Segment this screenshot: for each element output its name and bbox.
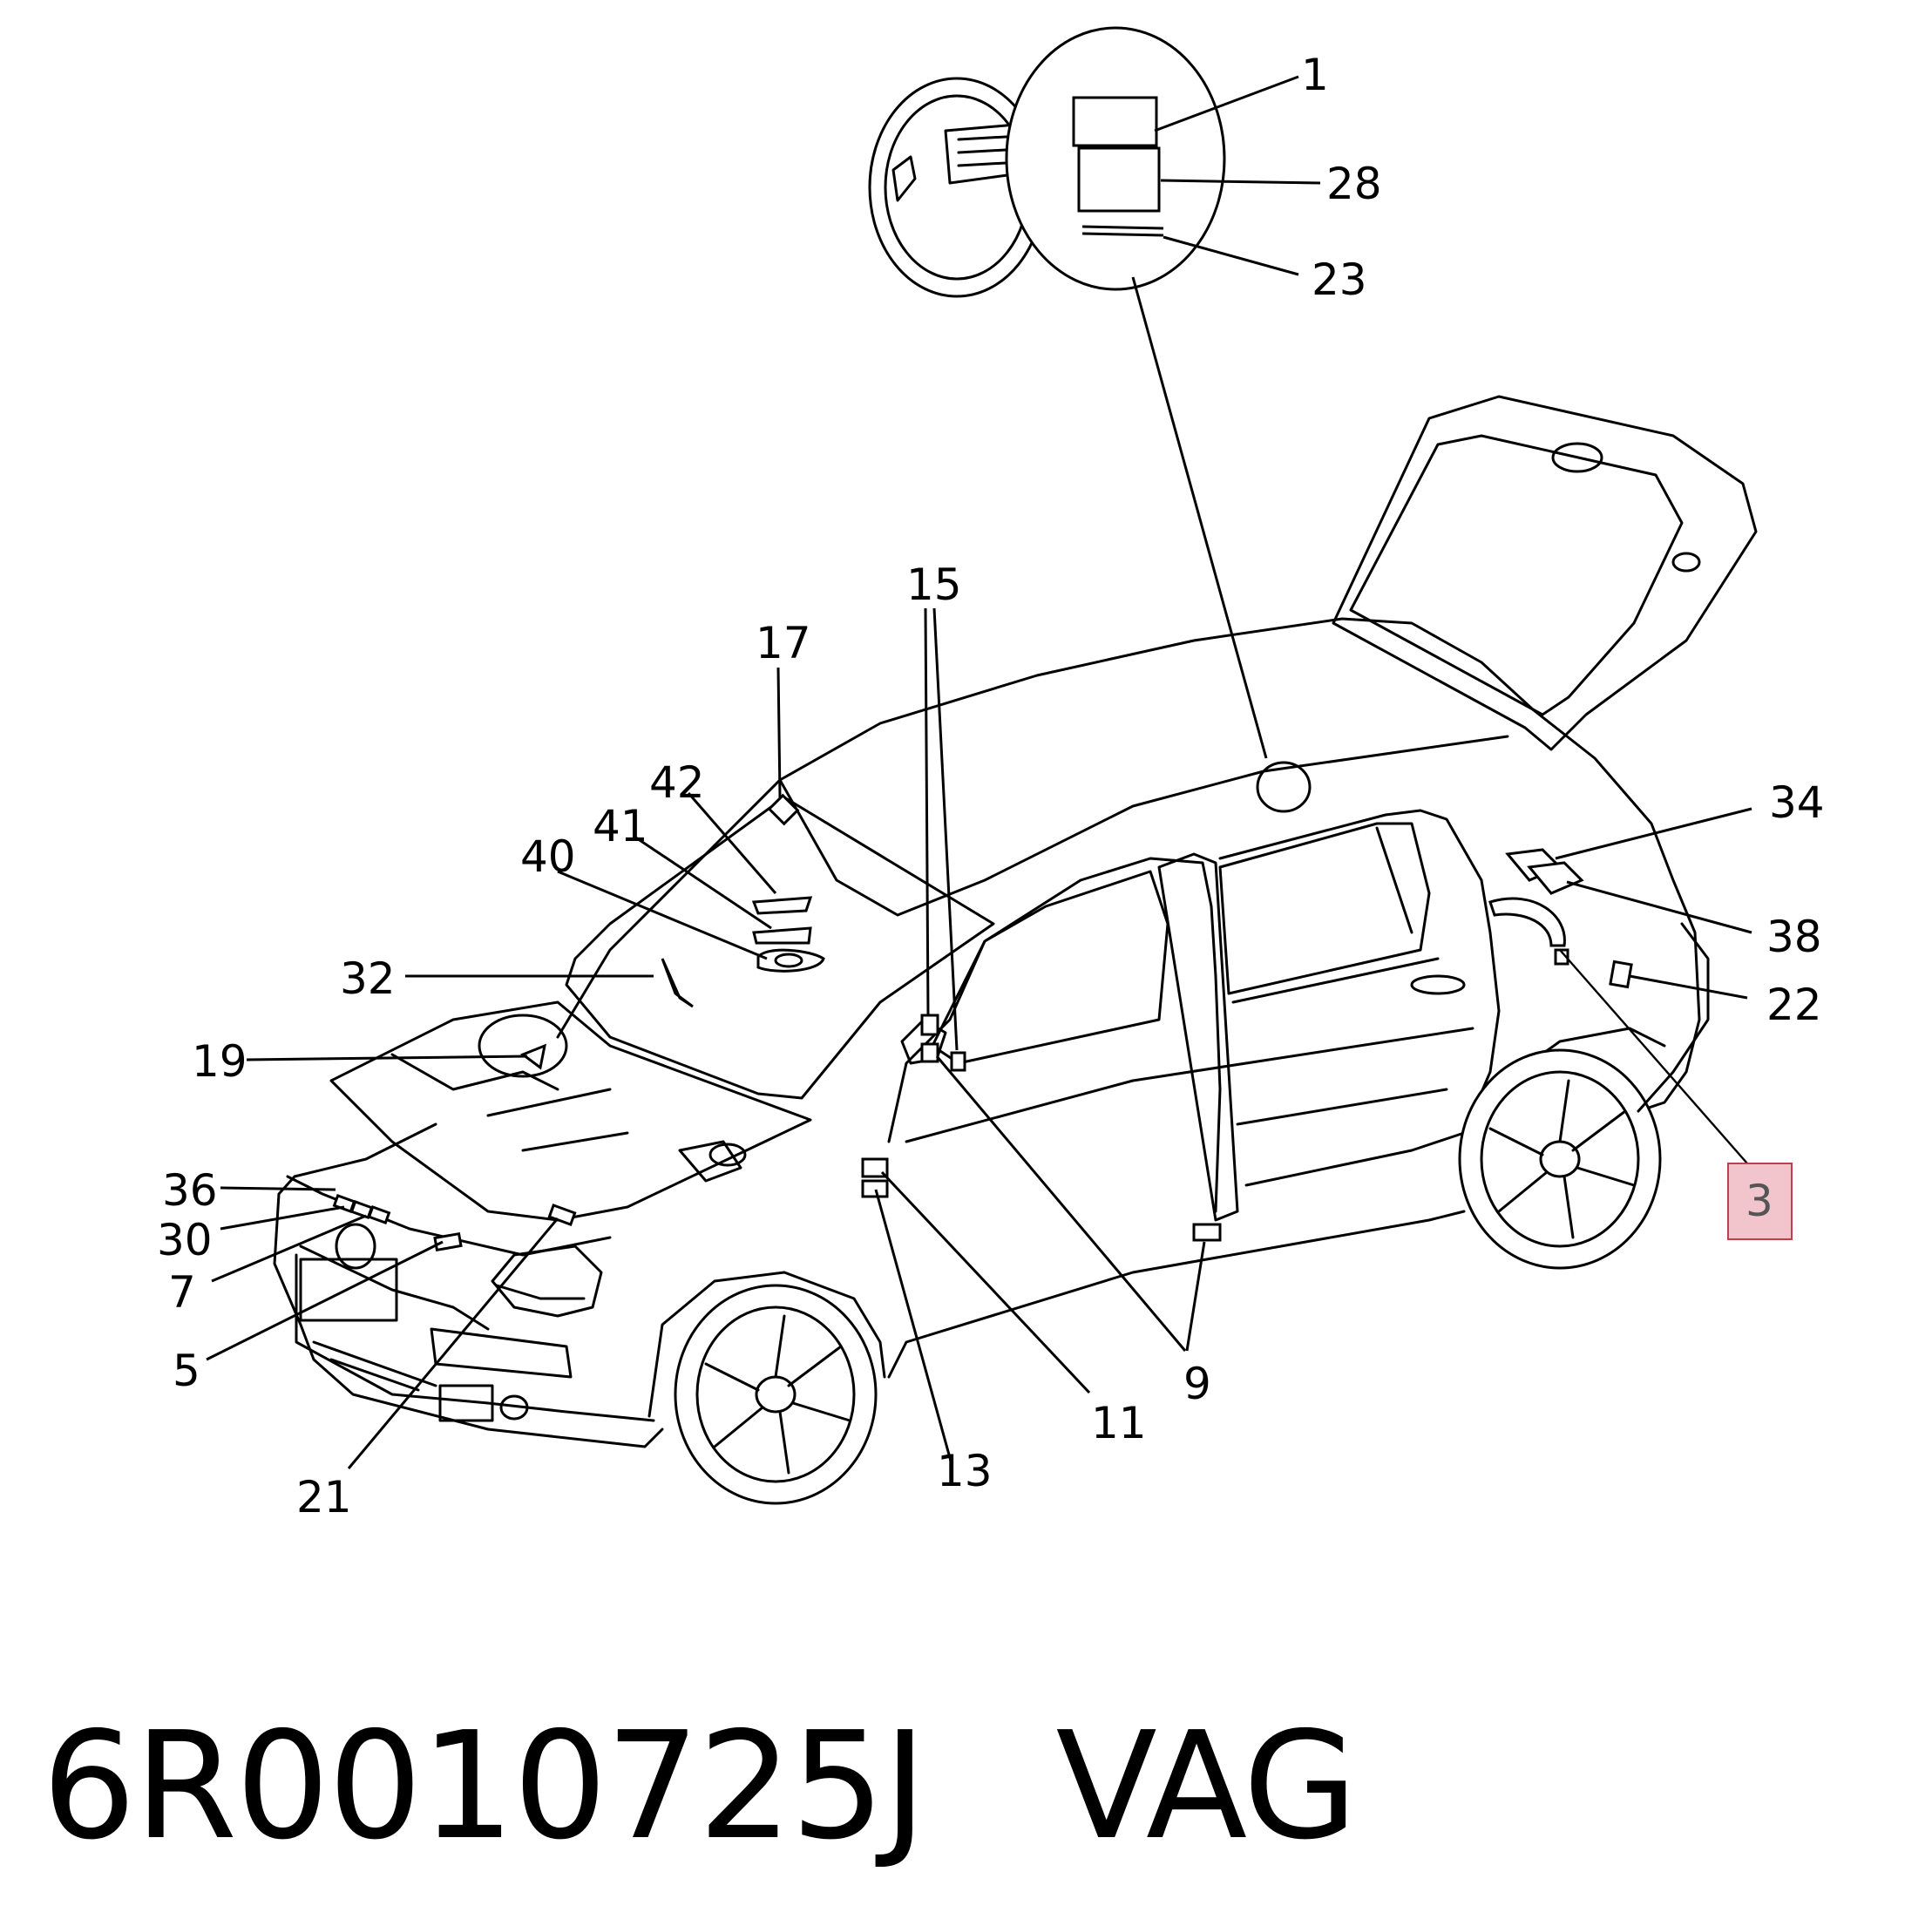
callout-9: 9 [1183, 1359, 1211, 1409]
callout-40: 40 [520, 831, 576, 882]
callout-3: 3 [1746, 1176, 1773, 1226]
parts-diagram: 1 28 23 15 17 42 41 40 32 19 36 30 7 5 2… [157, 26, 1825, 1522]
callout-11: 11 [1091, 1398, 1147, 1448]
callout-42: 42 [649, 757, 705, 808]
callout-38: 38 [1766, 912, 1822, 962]
leader-lines [206, 75, 1752, 1469]
callout-5: 5 [173, 1346, 200, 1396]
label-parts [332, 793, 1633, 1252]
part-number: 6R0010725J [42, 1700, 927, 1873]
callout-17: 17 [756, 618, 811, 668]
callout-23: 23 [1312, 254, 1367, 305]
callout-34: 34 [1769, 777, 1825, 828]
car-body [273, 617, 1710, 1505]
callout-30: 30 [157, 1215, 213, 1265]
callout-1: 1 [1301, 50, 1329, 100]
fuel-flap-detail [868, 26, 1226, 298]
callout-7: 7 [168, 1267, 196, 1318]
callout-41: 41 [593, 801, 648, 851]
callout-15: 15 [906, 559, 962, 610]
callout-19: 19 [192, 1036, 247, 1087]
callout-22: 22 [1766, 980, 1822, 1030]
highlight-callout-3: 3 [1727, 1163, 1793, 1240]
callout-21: 21 [296, 1472, 352, 1522]
tailgate [1332, 395, 1758, 751]
callout-32: 32 [340, 953, 396, 1004]
callout-36: 36 [162, 1165, 218, 1216]
brand-name: VAG [1055, 1700, 1358, 1873]
callout-28: 28 [1326, 159, 1382, 209]
callout-numbers: 1 28 23 15 17 42 41 40 32 19 36 30 7 5 2… [157, 50, 1825, 1522]
callout-13: 13 [937, 1446, 993, 1496]
footer: 6R0010725J VAG [42, 1699, 1358, 1874]
